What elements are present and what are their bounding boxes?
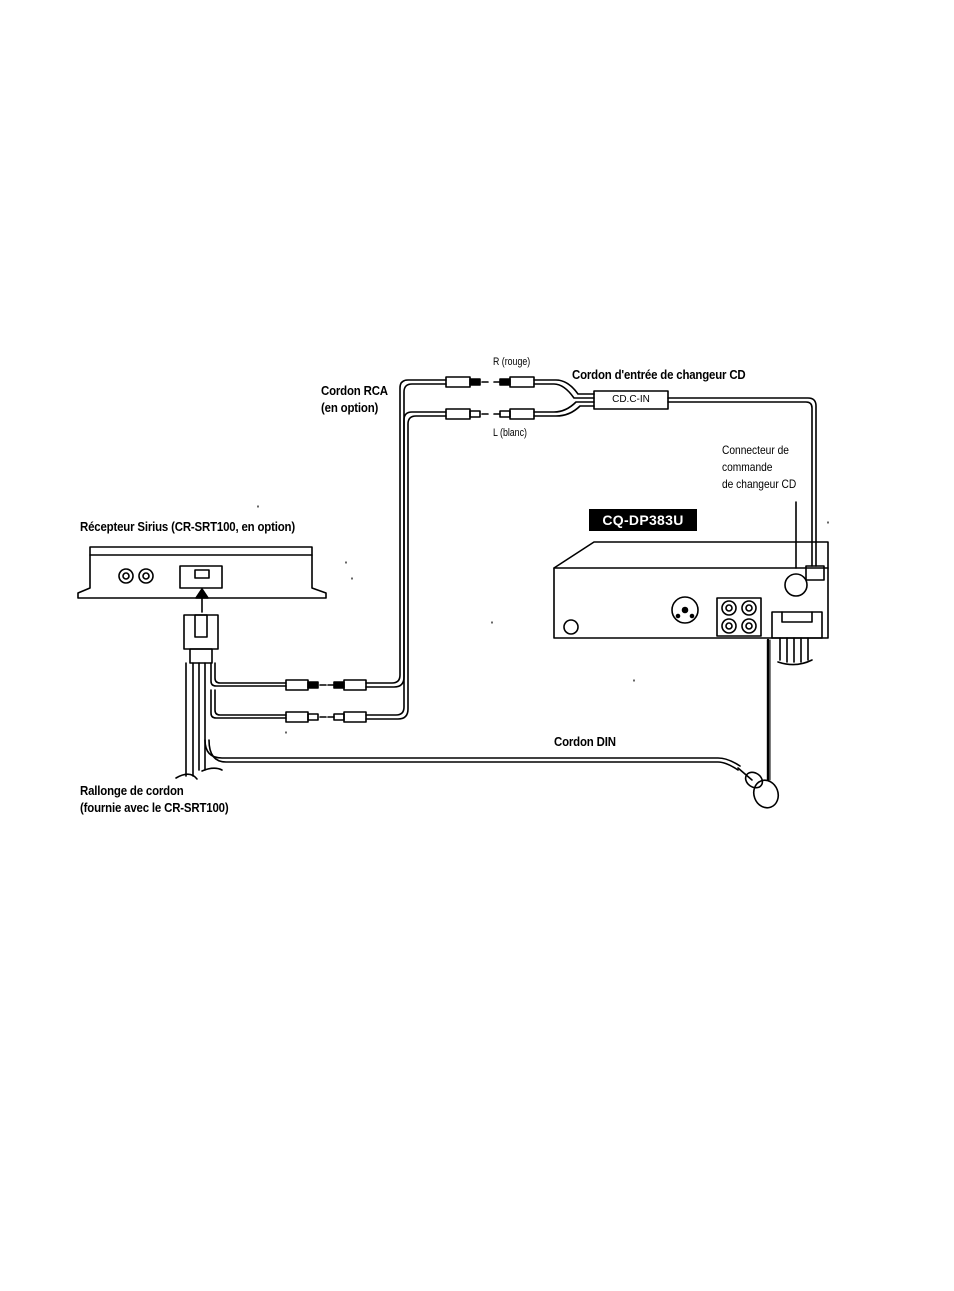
rca-plugs-lower	[286, 680, 366, 722]
control-connector-label-line2: commande	[722, 459, 796, 476]
din-cord-label: Cordon DIN	[554, 733, 616, 750]
model-badge: CQ-DP383U	[589, 509, 697, 531]
scan-specks	[258, 506, 828, 733]
control-connector-label-line1: Connecteur de	[722, 442, 796, 459]
sirius-receiver-label: Récepteur Sirius (CR-SRT100, en option)	[80, 518, 295, 535]
l-channel-label: L (blanc)	[493, 427, 527, 440]
rca-cord-label-line1: Cordon RCA	[321, 382, 388, 399]
extension-cord-label-line2: (fournie avec le CR-SRT100)	[80, 799, 228, 816]
head-unit-cable-bundle	[778, 638, 812, 665]
cd-changer-input-cord-label: Cordon d'entrée de changeur CD	[572, 366, 746, 383]
rca-cord-label: Cordon RCA (en option)	[321, 382, 388, 416]
rca-plugs-upper	[446, 377, 534, 419]
head-unit	[554, 542, 828, 638]
insert-arrow	[196, 589, 208, 612]
r-channel-label: R (rouge)	[493, 356, 530, 369]
extension-cord-label: Rallonge de cordon (fournie avec le CR-S…	[80, 782, 228, 816]
control-connector-label: Connecteur de commande de changeur CD	[722, 442, 796, 493]
din-connector	[738, 640, 782, 811]
extension-cord-label-line1: Rallonge de cordon	[80, 782, 228, 799]
extension-plug	[184, 615, 218, 663]
control-connector-label-line3: de changeur CD	[722, 476, 796, 493]
rca-cord-label-line2: (en option)	[321, 399, 388, 416]
cd-changer-box-label: CD.C-IN	[594, 393, 668, 407]
rca-cord	[366, 380, 446, 719]
